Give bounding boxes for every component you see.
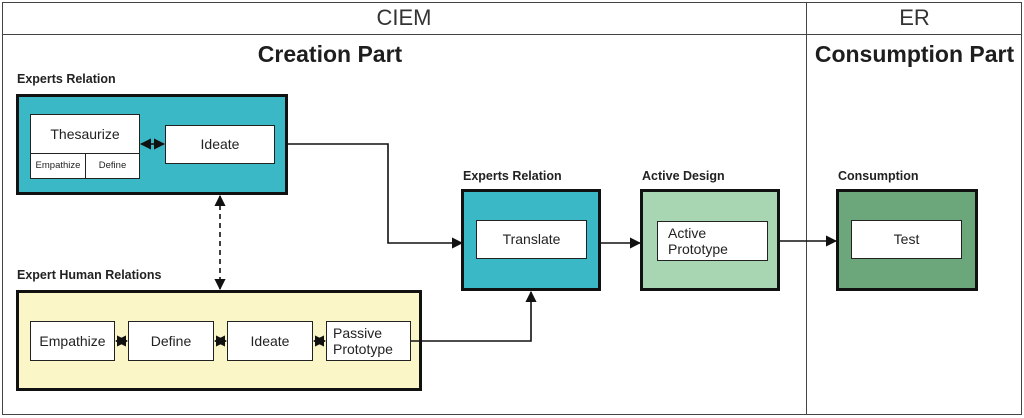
define-box: Define <box>128 321 214 361</box>
expert-human-relations-label: Expert Human Relations <box>17 268 162 282</box>
er-header: ER <box>899 5 930 30</box>
top-to-translate-connector <box>288 143 464 249</box>
header-divider <box>2 34 1022 35</box>
passive-prototype-box: Passive Prototype <box>326 321 411 361</box>
empathize-small-box: Empathize <box>30 153 86 179</box>
passive-to-translate-connector <box>411 290 537 342</box>
creation-part-title: Creation Part <box>257 41 403 67</box>
consumption-part-title: Consumption Part <box>814 41 1015 67</box>
ideate-top-box: Ideate <box>165 125 275 164</box>
experts-relation-mid-label: Experts Relation <box>463 169 562 183</box>
test-box: Test <box>851 220 962 259</box>
experts-relation-top-label: Experts Relation <box>17 72 116 86</box>
section-divider <box>806 2 807 415</box>
active-prototype-box: Active Prototype <box>657 221 768 261</box>
thesaurize-box: Thesaurize <box>30 114 140 154</box>
translate-box: Translate <box>476 220 587 259</box>
ideate-box: Ideate <box>227 321 313 361</box>
consumption-label: Consumption <box>838 169 919 183</box>
ciem-header: CIEM <box>376 5 432 30</box>
empathize-box: Empathize <box>30 321 115 361</box>
active-design-label: Active Design <box>642 169 725 183</box>
define-small-box: Define <box>85 153 140 179</box>
